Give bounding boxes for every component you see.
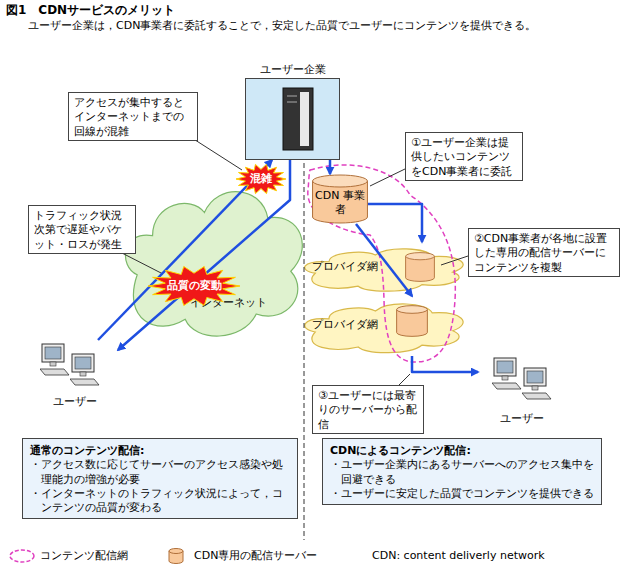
node-text: 通常のコンテンツ配信: [30, 444, 290, 458]
server-slot [287, 102, 297, 103]
cloud-path [125, 192, 302, 336]
server-slot [287, 96, 297, 97]
node-text: 混雑 [250, 172, 272, 186]
user-pc [522, 368, 551, 399]
user-group: ユーザー [32, 340, 118, 412]
legend-sample [8, 548, 36, 564]
legend-item: CDN専用の配信サーバー [162, 548, 317, 564]
figure-caption: ユーザー企業は，CDN事業者に委託することで，安定した品質でユーザーにコンテンツ… [28, 19, 536, 33]
node-text: ③ユーザーには最寄りのサーバーから配信 [318, 389, 418, 432]
node-body-text: ・ユーザー企業内にあるサーバーへのアクセス集中を回避できる [330, 458, 594, 487]
node-text: ユーザー [478, 412, 566, 426]
server-panel [300, 92, 309, 146]
cloud-path [305, 249, 463, 291]
flow-arrow [329, 160, 332, 174]
flow-arrow [118, 160, 290, 350]
delivery-network-outline [308, 165, 456, 362]
node-text: ユーザー企業 [246, 63, 339, 77]
legend-text: CDN専用の配信サーバー [194, 549, 317, 563]
legend-cylinder-top [169, 549, 183, 554]
callout-box: ①ユーザー企業は提供したいコンテンツをCDN事業者に委託 [405, 132, 523, 181]
node-text: 品質の変動 [167, 279, 222, 293]
provider-cloud: プロバイダ網 [298, 242, 470, 294]
cloud-outline [118, 168, 310, 346]
cloud-path [305, 304, 463, 353]
user-pc [492, 358, 521, 389]
burst-shape: 品質の変動 [148, 266, 240, 306]
flow-arrow [368, 204, 422, 242]
cylinder-top [313, 175, 368, 187]
cdn-cylinder: CDN 事業者 [312, 174, 368, 224]
node-text: ②CDN事業者が各地に設置した専用の配信サーバーにコンテンツを複製 [474, 232, 614, 275]
legend-text: コンテンツ配信網 [40, 549, 128, 563]
callout-box: ③ユーザーには最寄りのサーバーから配信 [312, 385, 424, 434]
user-pc [70, 354, 99, 385]
flow-arrow [412, 356, 478, 372]
server-tower [283, 88, 313, 150]
internet-cloud: インターネット [118, 168, 310, 346]
node-text: ユーザー [32, 395, 118, 409]
flow-arrow [356, 224, 412, 296]
summary-box: 通常のコンテンツ配信:・アクセス数に応じてサーバーのアクセス感染や処理能力の増強… [22, 438, 298, 519]
delivery-server [397, 306, 428, 337]
user-group: ユーザー [478, 354, 566, 428]
legend-sample [162, 548, 190, 564]
footnote-label: CDN: content deliverly network [372, 549, 545, 563]
node-body-text: ・アクセス数に応じてサーバーのアクセス感染や処理能力の増強が必要 [30, 458, 290, 487]
burst-star [236, 164, 286, 193]
user-pc [40, 344, 69, 375]
node-text: プロバイダ網 [312, 260, 378, 274]
legend-item: コンテンツ配信網 [8, 548, 128, 564]
provider-cloud: プロバイダ網 [298, 296, 470, 356]
callout-box: トラフィック状況次第で遅延やパケット・ロスが発生 [28, 205, 136, 254]
summary-box: CDNによるコンテンツ配信:・ユーザー企業内にあるサーバーへのアクセス集中を回避… [322, 438, 602, 505]
company-box: ユーザー企業 [245, 78, 340, 160]
node-text: アクセスが集中するとインターネットまでの回線が混雑 [74, 96, 192, 139]
node-text: プロバイダ網 [312, 318, 378, 332]
text-wrap: CDN 事業者 [314, 189, 366, 218]
legend-dashed-oval [10, 550, 34, 562]
legend-swatch [169, 549, 183, 564]
text-wrap: 混雑 [250, 172, 272, 186]
divider-line [304, 163, 305, 540]
callout-box: ②CDN事業者が各地に設置した専用の配信サーバーにコンテンツを複製 [468, 228, 620, 277]
callout-box: アクセスが集中するとインターネットまでの回線が混雑 [68, 92, 198, 141]
flow-arrow [98, 160, 272, 340]
burst-star [148, 267, 240, 306]
burst-shape: 混雑 [236, 164, 286, 194]
node-text: CDNによるコンテンツ配信: [330, 444, 594, 458]
leader-lines [120, 138, 468, 386]
node-body-text: ・ユーザーに安定した品質でコンテンツを提供できる [330, 487, 594, 501]
node-text: CDN 事業者 [314, 189, 366, 218]
figure-title: 図1 CDNサービスのメリット [6, 3, 175, 19]
delivery-server [406, 253, 435, 282]
node-text: ①ユーザー企業は提供したいコンテンツをCDN事業者に委託 [411, 136, 517, 179]
node-body-text: ・インターネットのトラフィック状況によって，コンテンツの品質が変わる [30, 487, 290, 516]
text-wrap: 品質の変動 [167, 279, 222, 293]
node-text: トラフィック状況次第で遅延やパケット・ロスが発生 [34, 209, 130, 252]
